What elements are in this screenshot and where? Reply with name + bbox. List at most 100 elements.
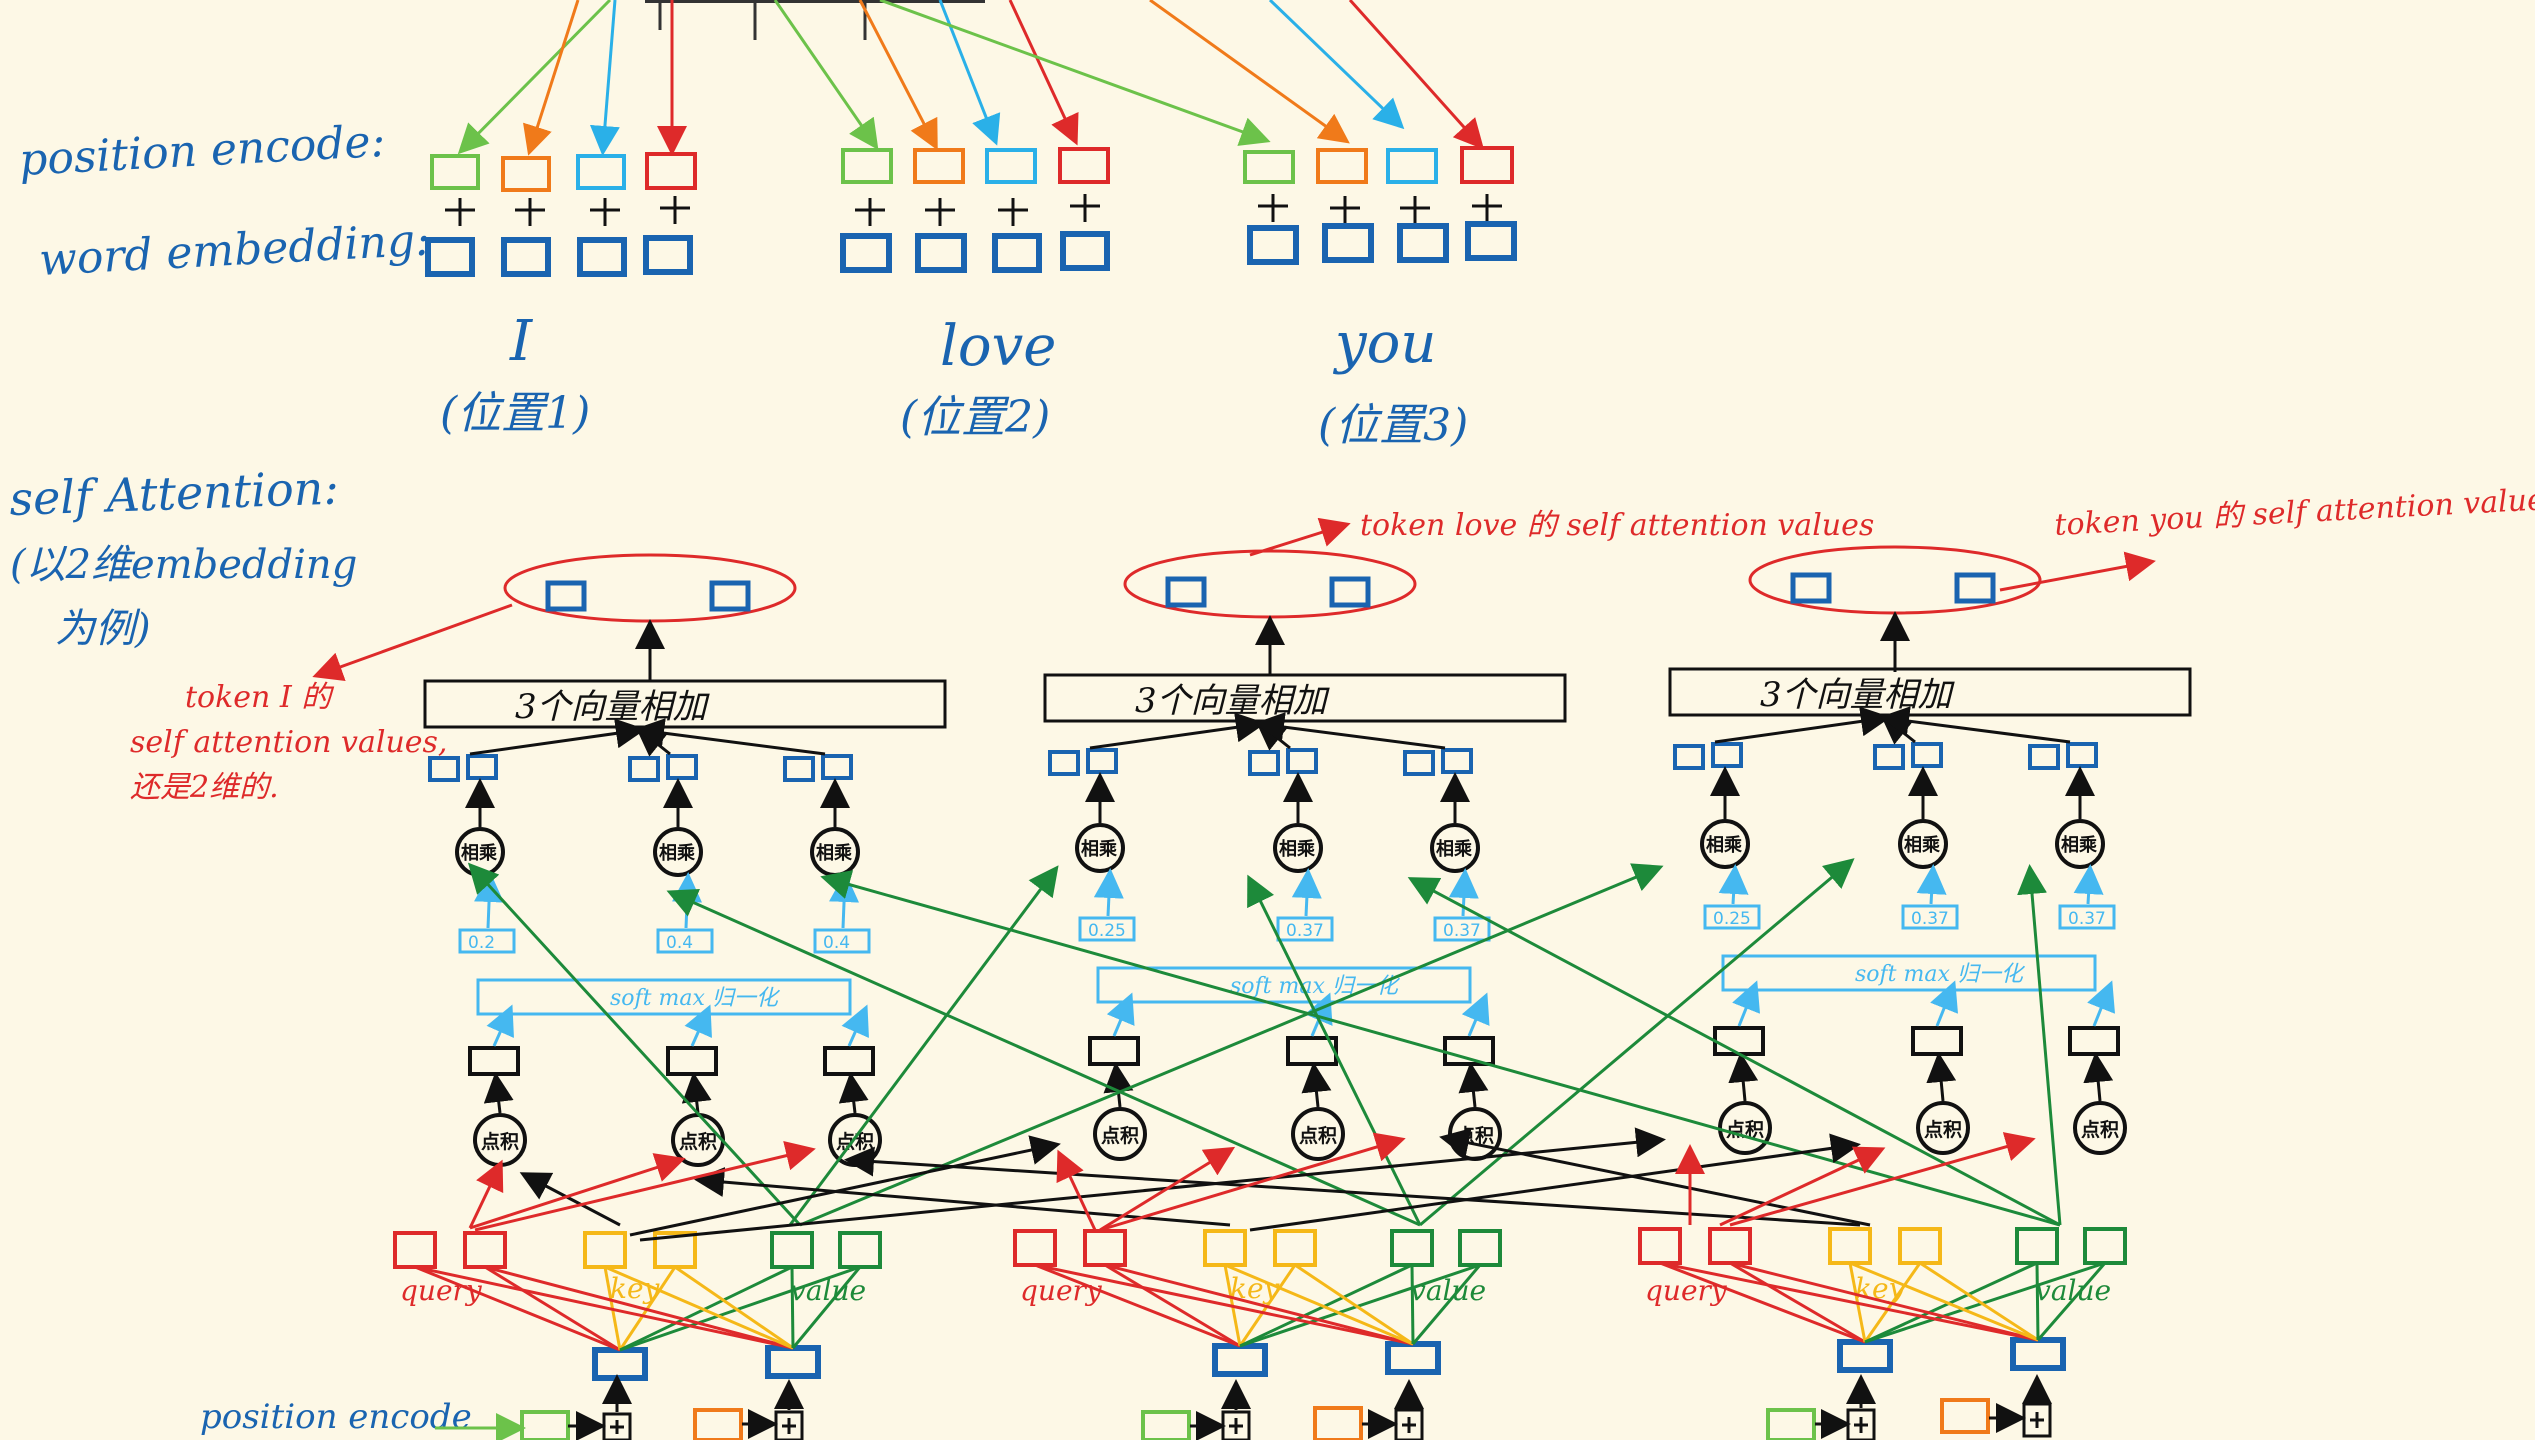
dot-out-arrow <box>483 1072 514 1114</box>
weight-arrow <box>2073 864 2104 905</box>
projection-line <box>604 1265 794 1350</box>
dot-out-arrow <box>1301 1062 1332 1108</box>
softmax-label: soft max 归一化 <box>1855 962 2026 987</box>
weight-arrow <box>1291 868 1322 917</box>
value-dim-1 <box>770 1231 814 1269</box>
softmax-weight-box <box>458 928 516 954</box>
projection-line <box>1239 1263 1413 1348</box>
projection-line <box>1659 1261 1866 1344</box>
weighted-vector-dim-1 <box>783 756 815 782</box>
top-arrows <box>457 0 1485 156</box>
projection-line <box>1294 1263 1414 1346</box>
dot-product-node <box>1291 1107 1345 1161</box>
softmax-box <box>1096 966 1472 1004</box>
weight-arrow <box>1718 864 1749 905</box>
weight-arrow <box>1093 868 1124 917</box>
value-dim-2 <box>1458 1229 1502 1267</box>
token-i-note-3: 还是2维的. <box>130 770 279 805</box>
score-box <box>2068 1026 2120 1056</box>
projection-line <box>674 1265 794 1350</box>
token-word-love: love <box>940 314 1056 379</box>
query-dim-1 <box>393 1231 437 1269</box>
to-sum-arrow <box>1254 712 1446 750</box>
softmax-weight: 0.37 <box>1911 909 1949 929</box>
weight-arrow <box>1916 864 1947 905</box>
to-sum-arrow <box>1089 712 1266 750</box>
projection-line <box>1224 1263 1414 1346</box>
softmax-weight-box <box>1703 904 1761 930</box>
softmax-weight: 0.37 <box>1286 921 1324 941</box>
score-box <box>468 1046 520 1076</box>
weighted-vector-dim-2 <box>1086 748 1118 774</box>
weighted-vector-dim-2 <box>1441 748 1473 774</box>
query-dim-1 <box>1013 1229 1057 1267</box>
weight-arrow <box>672 872 703 929</box>
weight-arrow <box>829 872 860 929</box>
projection-line <box>1410 1264 1415 1345</box>
query-label: query <box>1645 1274 1728 1307</box>
projection-line <box>1849 1261 2039 1342</box>
score-box <box>666 1046 718 1076</box>
weighted-vector-dim-1 <box>1048 750 1080 776</box>
dot-product-label: 点积 <box>1299 1125 1337 1147</box>
projection-line <box>484 1265 621 1352</box>
to-softmax-arrow <box>1106 992 1135 1037</box>
dot-product-label: 点积 <box>1726 1119 1764 1141</box>
projection-line <box>2036 1262 2107 1341</box>
key-dim-1 <box>1203 1229 1247 1267</box>
softmax-weight-box <box>1276 916 1334 942</box>
softmax-weight-box <box>1901 904 1959 930</box>
input-embedding-dim-1 <box>1212 1343 1268 1377</box>
multiply-label: 相乘 <box>1904 835 1940 856</box>
to-softmax-arrow <box>1930 980 1959 1027</box>
projection-line <box>791 1266 862 1349</box>
to-softmax-arrow <box>684 1004 712 1047</box>
multiply-label: 相乘 <box>1706 835 1742 856</box>
value-dim-2 <box>2083 1227 2127 1265</box>
input-embedding-dim-2 <box>2010 1337 2066 1371</box>
dot-out-arrow <box>2083 1052 2114 1102</box>
projection-line <box>1034 1263 1241 1348</box>
dot-product-node <box>2073 1101 2127 1155</box>
input-embedding-dim-1 <box>1837 1339 1893 1373</box>
key-dim-2 <box>1273 1229 1317 1267</box>
projection-line <box>1104 1263 1241 1348</box>
self-attention-label: self Attention: <box>8 461 339 526</box>
weighted-vector-dim-2 <box>821 754 853 780</box>
softmax-weight: 0.4 <box>823 933 850 953</box>
sum-box <box>423 679 947 729</box>
input-embedding-dim-2 <box>1385 1341 1441 1375</box>
token-position-you: (位置3) <box>1318 400 1468 451</box>
weighted-vector-dim-1 <box>1403 750 1435 776</box>
softmax-box <box>1721 954 2097 992</box>
softmax-weight-box <box>656 928 714 954</box>
softmax-weight-box <box>813 928 871 954</box>
softmax-weight: 0.37 <box>1443 921 1481 941</box>
projection-line <box>414 1265 794 1350</box>
query-dim-2 <box>1083 1229 1127 1267</box>
output-dim-2 <box>1329 576 1371 608</box>
dot-out-arrow <box>1458 1062 1489 1108</box>
projection-line <box>1729 1261 2039 1342</box>
token-love-note: token love 的 self attention values <box>1360 508 1874 543</box>
sum-label: 3个向量相加 <box>1760 675 1956 715</box>
projection-line <box>414 1265 621 1352</box>
softmax-weight: 0.4 <box>666 933 693 953</box>
multiply-label: 相乘 <box>816 843 852 864</box>
value-dim-1 <box>2015 1227 2059 1265</box>
dot-product-node <box>1093 1107 1147 1161</box>
word-embedding-label: word embedding: <box>38 215 431 286</box>
softmax-weight-box <box>1433 916 1491 942</box>
sum-label: 3个向量相加 <box>515 687 711 727</box>
to-softmax-arrow <box>2087 980 2116 1027</box>
value-label: value <box>2035 1274 2111 1307</box>
token-word-i: I <box>509 309 534 374</box>
dot-out-arrow <box>1103 1062 1134 1108</box>
dot-product-label: 点积 <box>679 1131 717 1153</box>
dot-out-arrow <box>1728 1052 1759 1102</box>
softmax-weight: 0.2 <box>468 933 495 953</box>
weighted-vector-dim-1 <box>1248 750 1280 776</box>
softmax-weight-box <box>1078 916 1136 942</box>
